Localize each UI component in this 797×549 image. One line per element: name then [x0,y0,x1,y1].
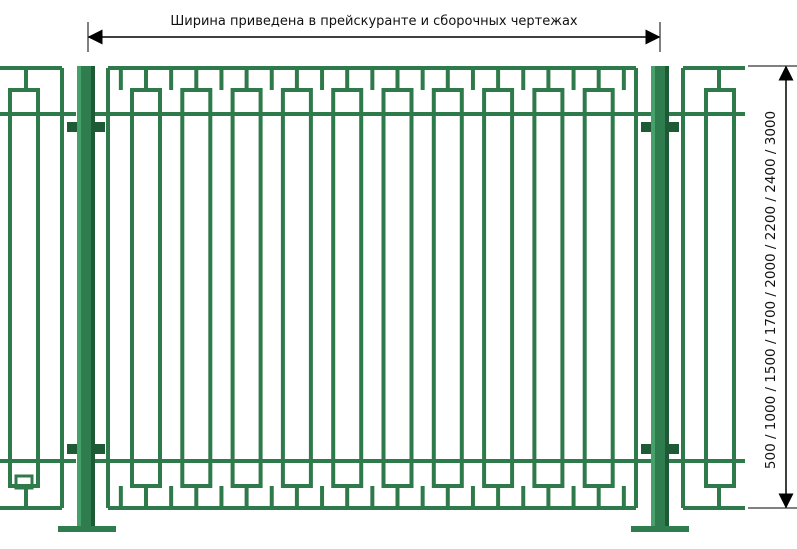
width-dimension-label: Ширина приведена в прейскуранте и сбороч… [170,14,578,29]
right-post [631,66,689,532]
height-dimension [748,65,797,509]
height-dimension-label: 500 / 1000 / 1500 / 1700 / 2000 / 2200 /… [763,110,779,470]
width-dimension [87,22,661,52]
right-partial-fence-panel [668,66,745,510]
left-partial-fence-panel [0,66,76,510]
main-fence-panel [95,66,651,510]
left-post [58,66,116,532]
